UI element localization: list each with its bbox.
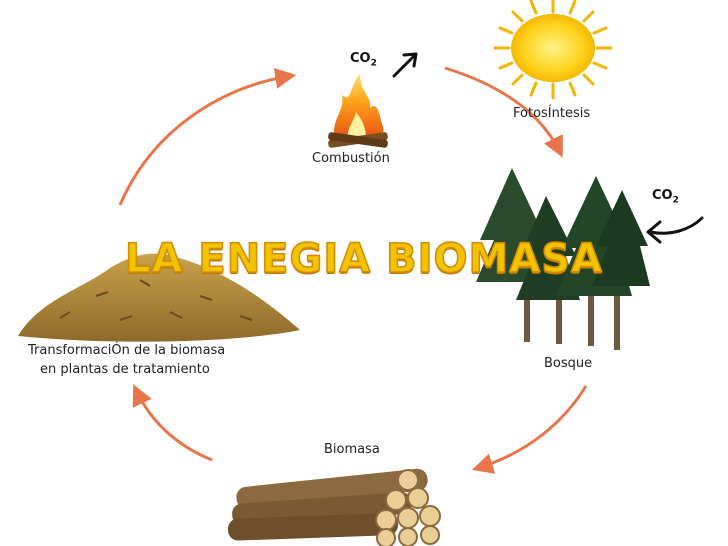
arrow-to-combustion — [118, 67, 297, 206]
arrow-to-forest — [444, 66, 563, 158]
forest-label: Bosque — [544, 356, 593, 371]
biomass-label: Biomasa — [324, 442, 380, 457]
co2-top-label: CO2 — [350, 51, 377, 69]
co2-out-arrow — [392, 52, 418, 78]
campfire-icon — [328, 74, 388, 148]
co2-in-arrow — [646, 216, 704, 244]
sun-icon — [493, 0, 613, 100]
arrow-to-transformation — [132, 384, 213, 462]
diagram-title: LA ENEGIA BIOMASA — [124, 235, 603, 283]
log-pile-icon — [228, 468, 441, 546]
biomass-mound-icon — [18, 253, 300, 342]
arrow-to-biomass — [471, 385, 588, 474]
transformation-label-line2: en plantas de tratamiento — [40, 362, 210, 377]
forest-icon — [476, 168, 650, 350]
photosynthesis-label: FotosÍntesis — [513, 106, 591, 121]
transformation-label-line1: TransformaciÓn de la biomasa — [28, 343, 226, 358]
combustion-label: Combustión — [312, 151, 390, 166]
co2-right-label: CO2 — [652, 188, 679, 206]
